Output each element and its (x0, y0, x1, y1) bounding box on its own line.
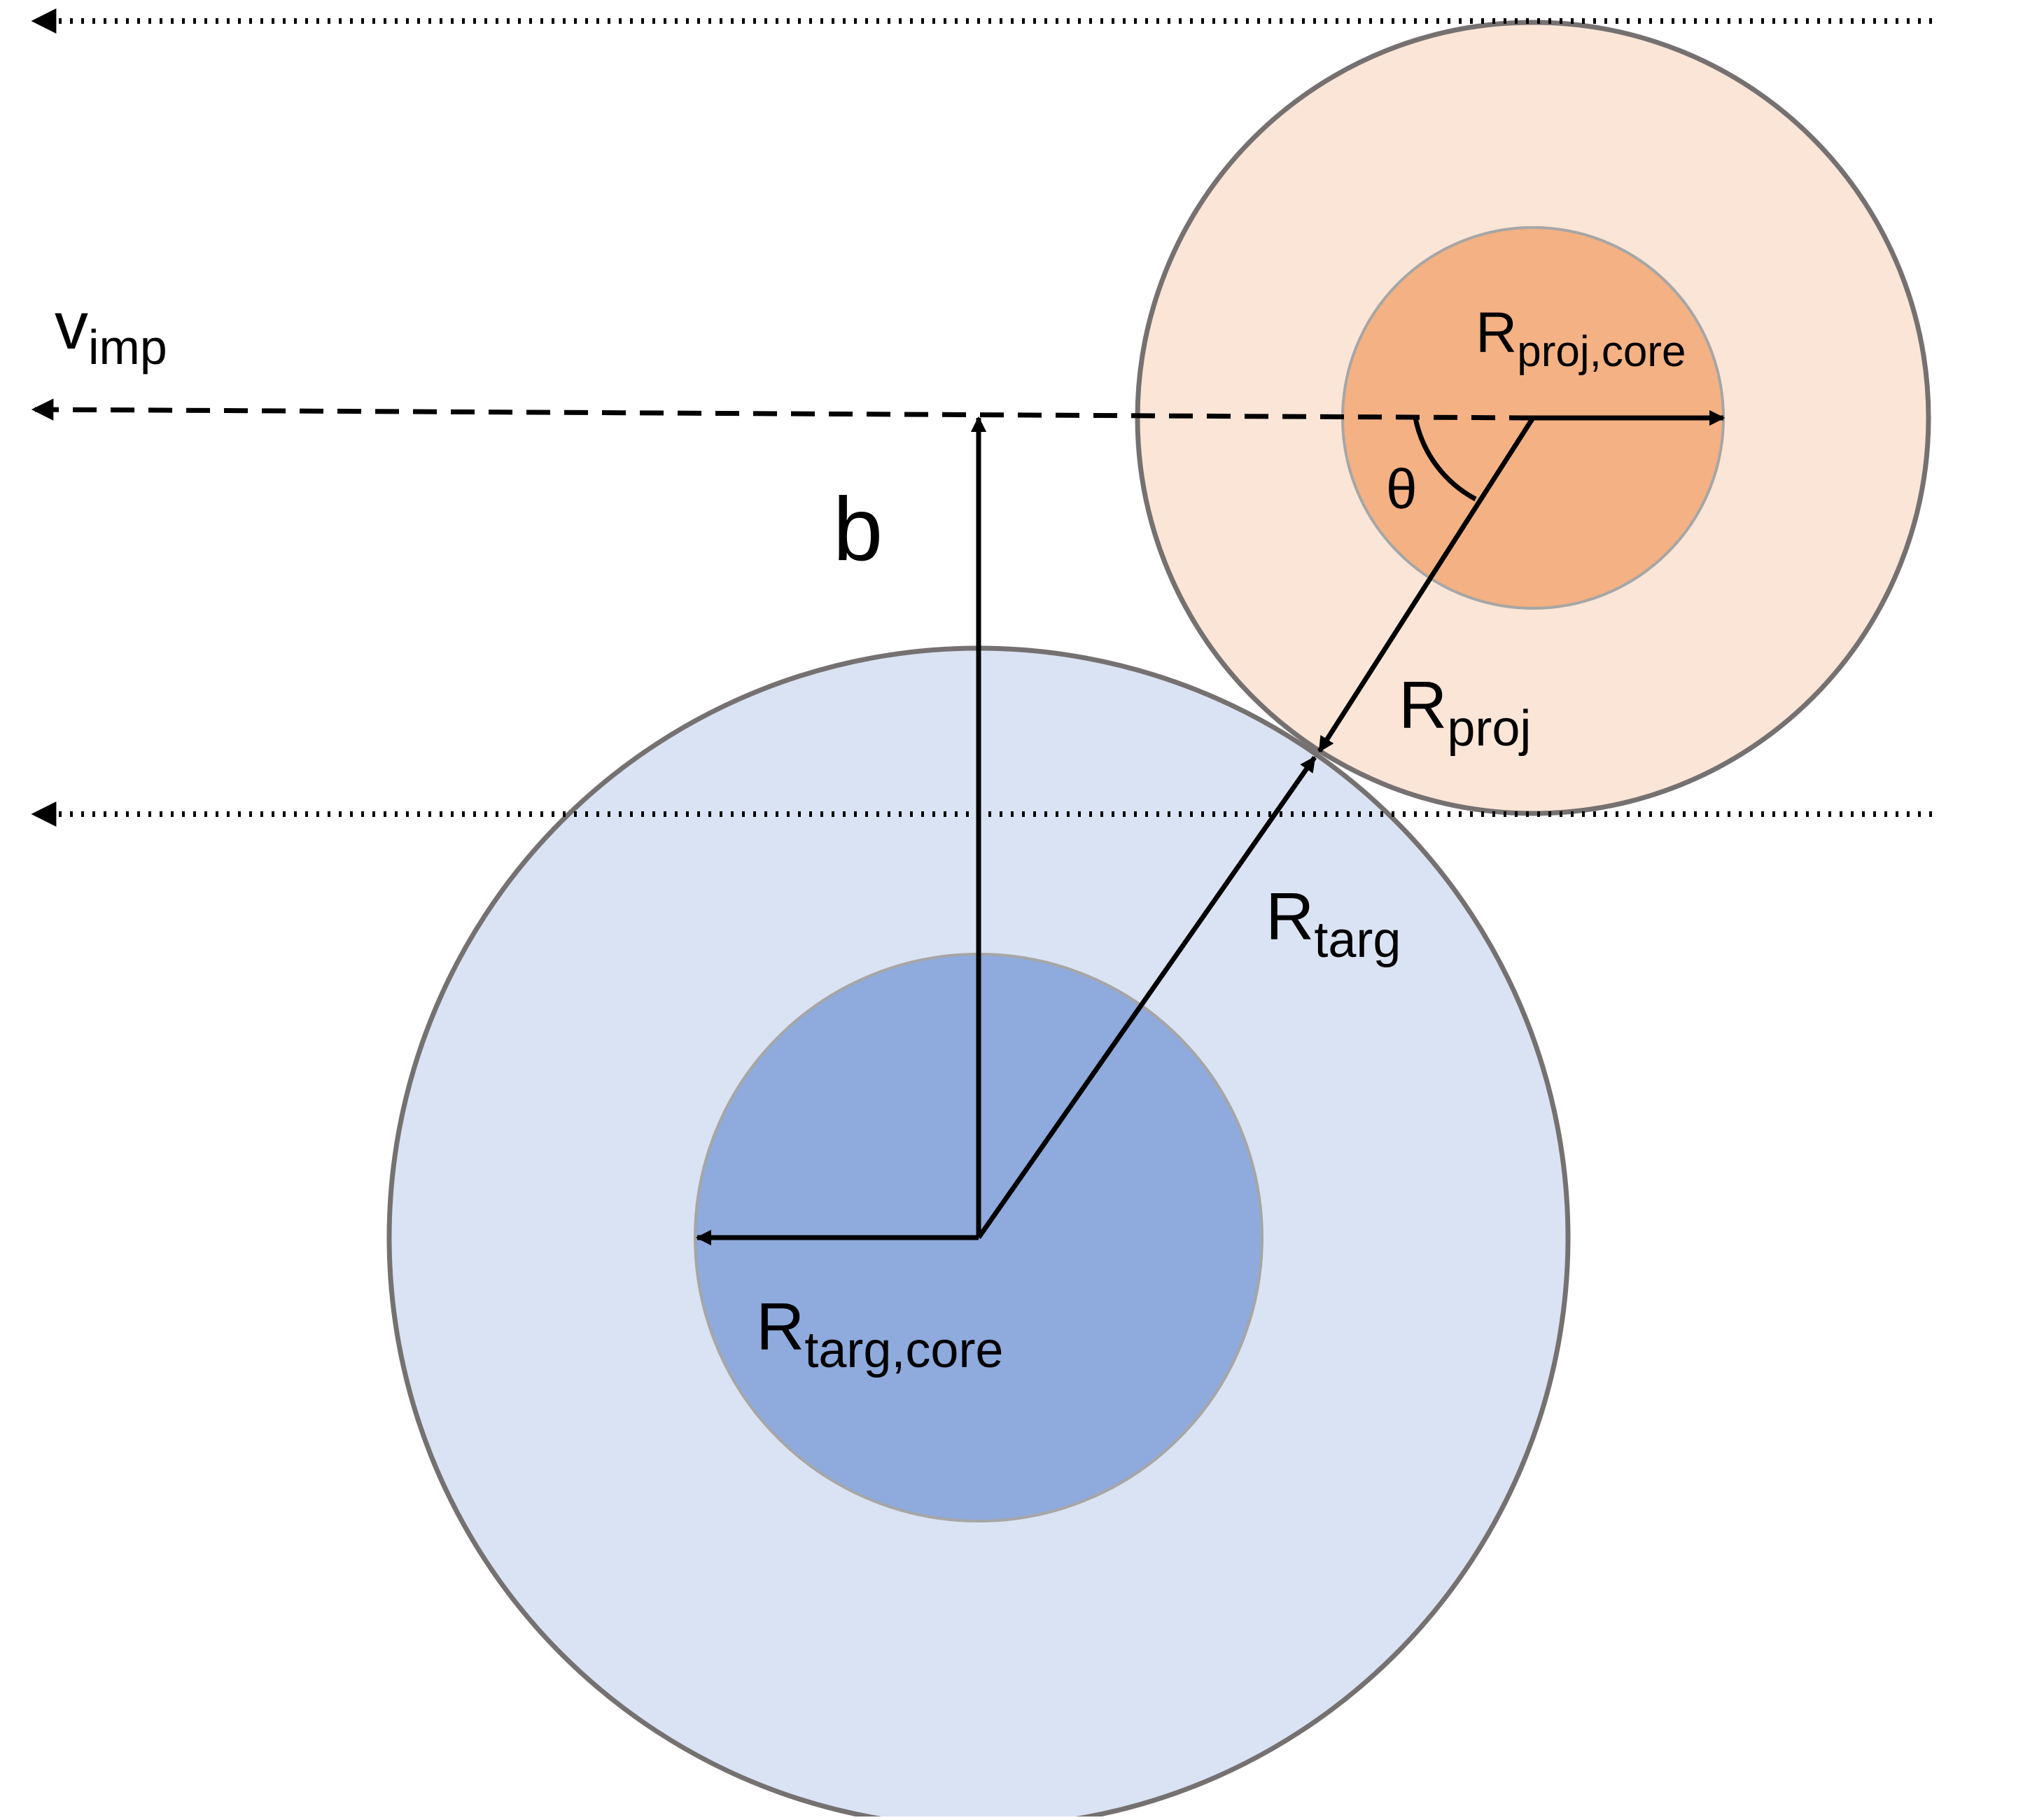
theta-label: θ (1386, 458, 1418, 520)
impact-parameter-label: b (833, 479, 883, 580)
theta-angle-arc (1413, 417, 1477, 502)
impact-velocity-dashed-line (31, 398, 1534, 421)
target-core-radius-label: Rtarg,core (756, 1289, 1003, 1378)
projectile-radius-arrow (1317, 416, 1535, 752)
projectile-core-radius-label: Rproj,core (1476, 301, 1686, 376)
impact-velocity-label: vimp (55, 288, 167, 374)
target-radius-arrow (976, 755, 1317, 1240)
target-radius-label: Rtarg (1266, 879, 1401, 968)
projectile-radius-label: Rproj (1399, 668, 1531, 757)
